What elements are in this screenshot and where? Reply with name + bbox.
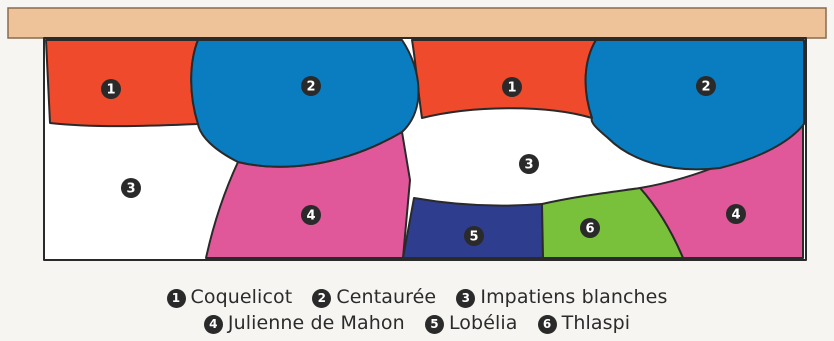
number-4-icon: 4	[203, 315, 223, 334]
number-1-badge-coquelicot-4: 1	[502, 77, 522, 97]
number-6-badge-thlaspi-9: 6	[580, 218, 600, 238]
badge-circle	[502, 77, 522, 97]
number-1-icon: 1	[166, 289, 186, 308]
badge-number: 3	[126, 182, 135, 197]
region-centauree-left	[190, 39, 420, 168]
badge-number: 6	[585, 222, 594, 237]
number-3-icon: 3	[456, 289, 476, 308]
badge-circle	[301, 76, 321, 96]
legend-label-julienne: Julienne de Mahon	[227, 312, 405, 334]
badge-circle	[580, 218, 600, 238]
legend-label-lobelia: Lobélia	[448, 312, 518, 334]
badge-circle	[101, 79, 121, 99]
badge-circle	[696, 76, 716, 96]
number-5-icon: 5	[424, 315, 444, 334]
number-4-badge-julienne-3: 4	[301, 205, 321, 225]
badge-circle	[121, 178, 141, 198]
number-2-badge-centauree-1: 2	[301, 76, 321, 96]
badge-circle	[726, 204, 746, 224]
badge-circle	[301, 205, 321, 225]
badge-circle	[519, 154, 539, 174]
legend-label-centauree: Centaurée	[336, 286, 437, 308]
badge-number: 2	[306, 80, 315, 95]
badge-number: 3	[524, 158, 533, 173]
legend-label-coquelicot: Coquelicot	[190, 286, 293, 308]
badge-number: 1	[507, 81, 516, 96]
badge-number: 1	[106, 83, 115, 98]
badge-circle	[464, 226, 484, 246]
planter-box-rim	[7, 7, 827, 39]
region-coquelicot-left	[45, 39, 199, 128]
badge-number: 5	[469, 230, 478, 245]
legend-label-thlaspi: Thlaspi	[561, 312, 631, 334]
number-3-badge-impatiens-2: 3	[121, 178, 141, 198]
number-3-badge-impatiens-6: 3	[519, 154, 539, 174]
region-centauree-right	[584, 39, 805, 171]
region-thlaspi	[541, 187, 684, 259]
badge-number: 4	[731, 208, 740, 223]
number-5-badge-lobelia-8: 5	[464, 226, 484, 246]
number-1-badge-coquelicot-0: 1	[101, 79, 121, 99]
badge-number: 4	[306, 209, 315, 224]
region-coquelicot-right	[411, 39, 597, 119]
planting-plan: 1 2 3 4 1 2 3 4 5 6	[7, 7, 827, 261]
number-2-badge-centauree-5: 2	[696, 76, 716, 96]
legend-label-impatiens: Impatiens blanches	[480, 286, 668, 308]
number-6-icon: 6	[537, 315, 557, 334]
number-2-icon: 2	[312, 289, 332, 308]
badge-number: 2	[701, 80, 710, 95]
number-4-badge-julienne-7: 4	[726, 204, 746, 224]
